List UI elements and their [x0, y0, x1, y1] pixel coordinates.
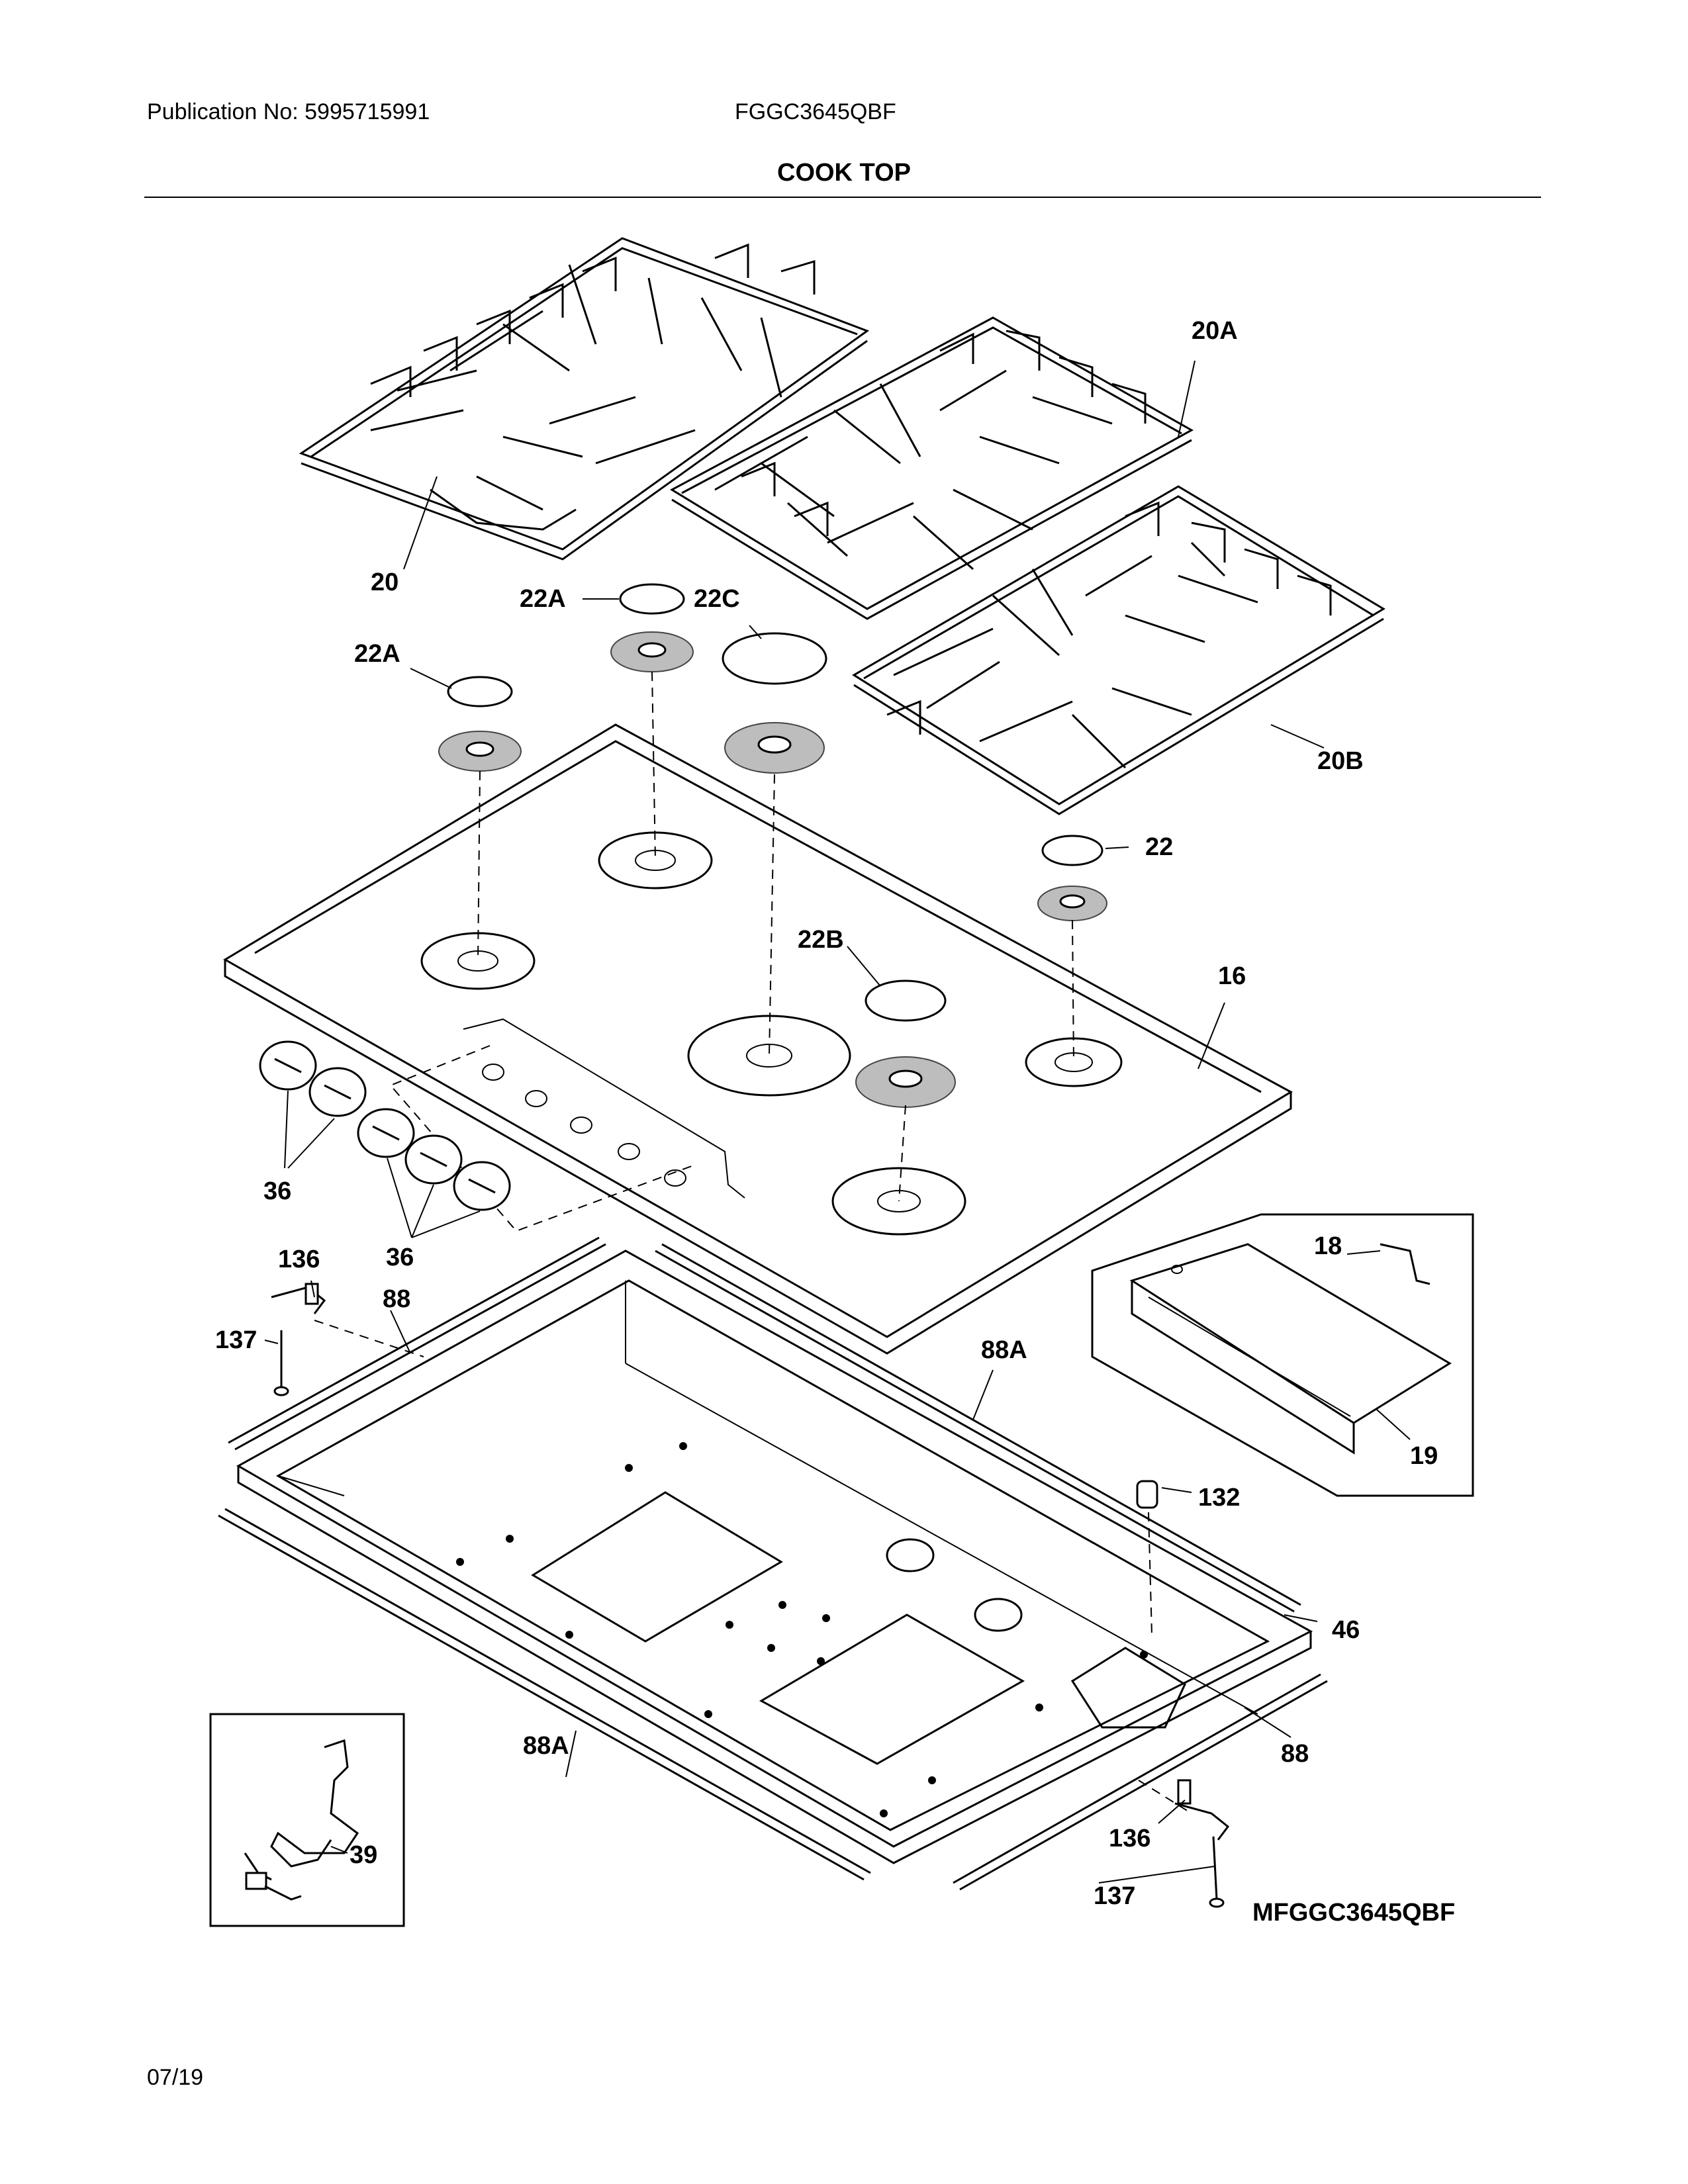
callout-46: 46: [1332, 1616, 1360, 1644]
callout-132: 132: [1198, 1484, 1240, 1512]
callout-88a-bottom: 88A: [523, 1732, 569, 1760]
callout-18: 18: [1314, 1232, 1342, 1260]
burner-caps: [447, 583, 1103, 1022]
callout-16: 16: [1218, 962, 1246, 990]
callout-20a: 20A: [1192, 317, 1238, 345]
callout-20b: 20B: [1317, 747, 1364, 775]
drip-pan: [236, 1250, 1313, 1864]
bracket-screws: [271, 1283, 1230, 1908]
callout-22a-center: 22A: [520, 585, 566, 613]
burner-heads: [438, 631, 1107, 1108]
trim-strips: [218, 1236, 1328, 1891]
inset-box-39: [209, 1713, 405, 1927]
revision-date: 07/19: [147, 2065, 204, 2090]
control-knobs: [259, 1040, 511, 1211]
cooktop-surface: [223, 723, 1293, 1355]
callout-labels: 20 20A 20B 22A 22C 22A 22 22B 16 36 36 1…: [215, 317, 1455, 1927]
leader-lines: [264, 360, 1411, 1884]
callout-137-top: 137: [215, 1326, 257, 1354]
diagram-code: MFGGC3645QBF: [1252, 1899, 1455, 1927]
publication-number: Publication No: 5995715991: [147, 99, 430, 124]
section-title: COOK TOP: [777, 159, 911, 187]
callout-20: 20: [371, 569, 399, 596]
model-number: FGGC3645QBF: [735, 99, 896, 124]
callout-22: 22: [1145, 833, 1173, 861]
callout-22c: 22C: [694, 585, 740, 613]
callout-88-top: 88: [383, 1285, 410, 1313]
callout-88a-top: 88A: [981, 1336, 1027, 1364]
callout-39: 39: [350, 1841, 377, 1869]
alignment-lines: [314, 671, 1192, 1814]
callout-22b: 22B: [798, 926, 844, 954]
grate-right: [852, 485, 1385, 815]
callout-19: 19: [1410, 1442, 1438, 1470]
callout-88-right: 88: [1281, 1740, 1309, 1768]
grate-center: [669, 316, 1194, 620]
callout-136-bottom: 136: [1109, 1825, 1150, 1852]
callout-137-bottom: 137: [1094, 1882, 1135, 1910]
inset-box-18-19: [1091, 1213, 1474, 1497]
callout-22a-left: 22A: [354, 640, 400, 668]
grate-left: [299, 237, 870, 561]
callout-36-left: 36: [263, 1177, 291, 1205]
callout-136-top: 136: [278, 1246, 320, 1273]
callout-36-right: 36: [386, 1244, 414, 1271]
title-divider: [144, 197, 1541, 198]
